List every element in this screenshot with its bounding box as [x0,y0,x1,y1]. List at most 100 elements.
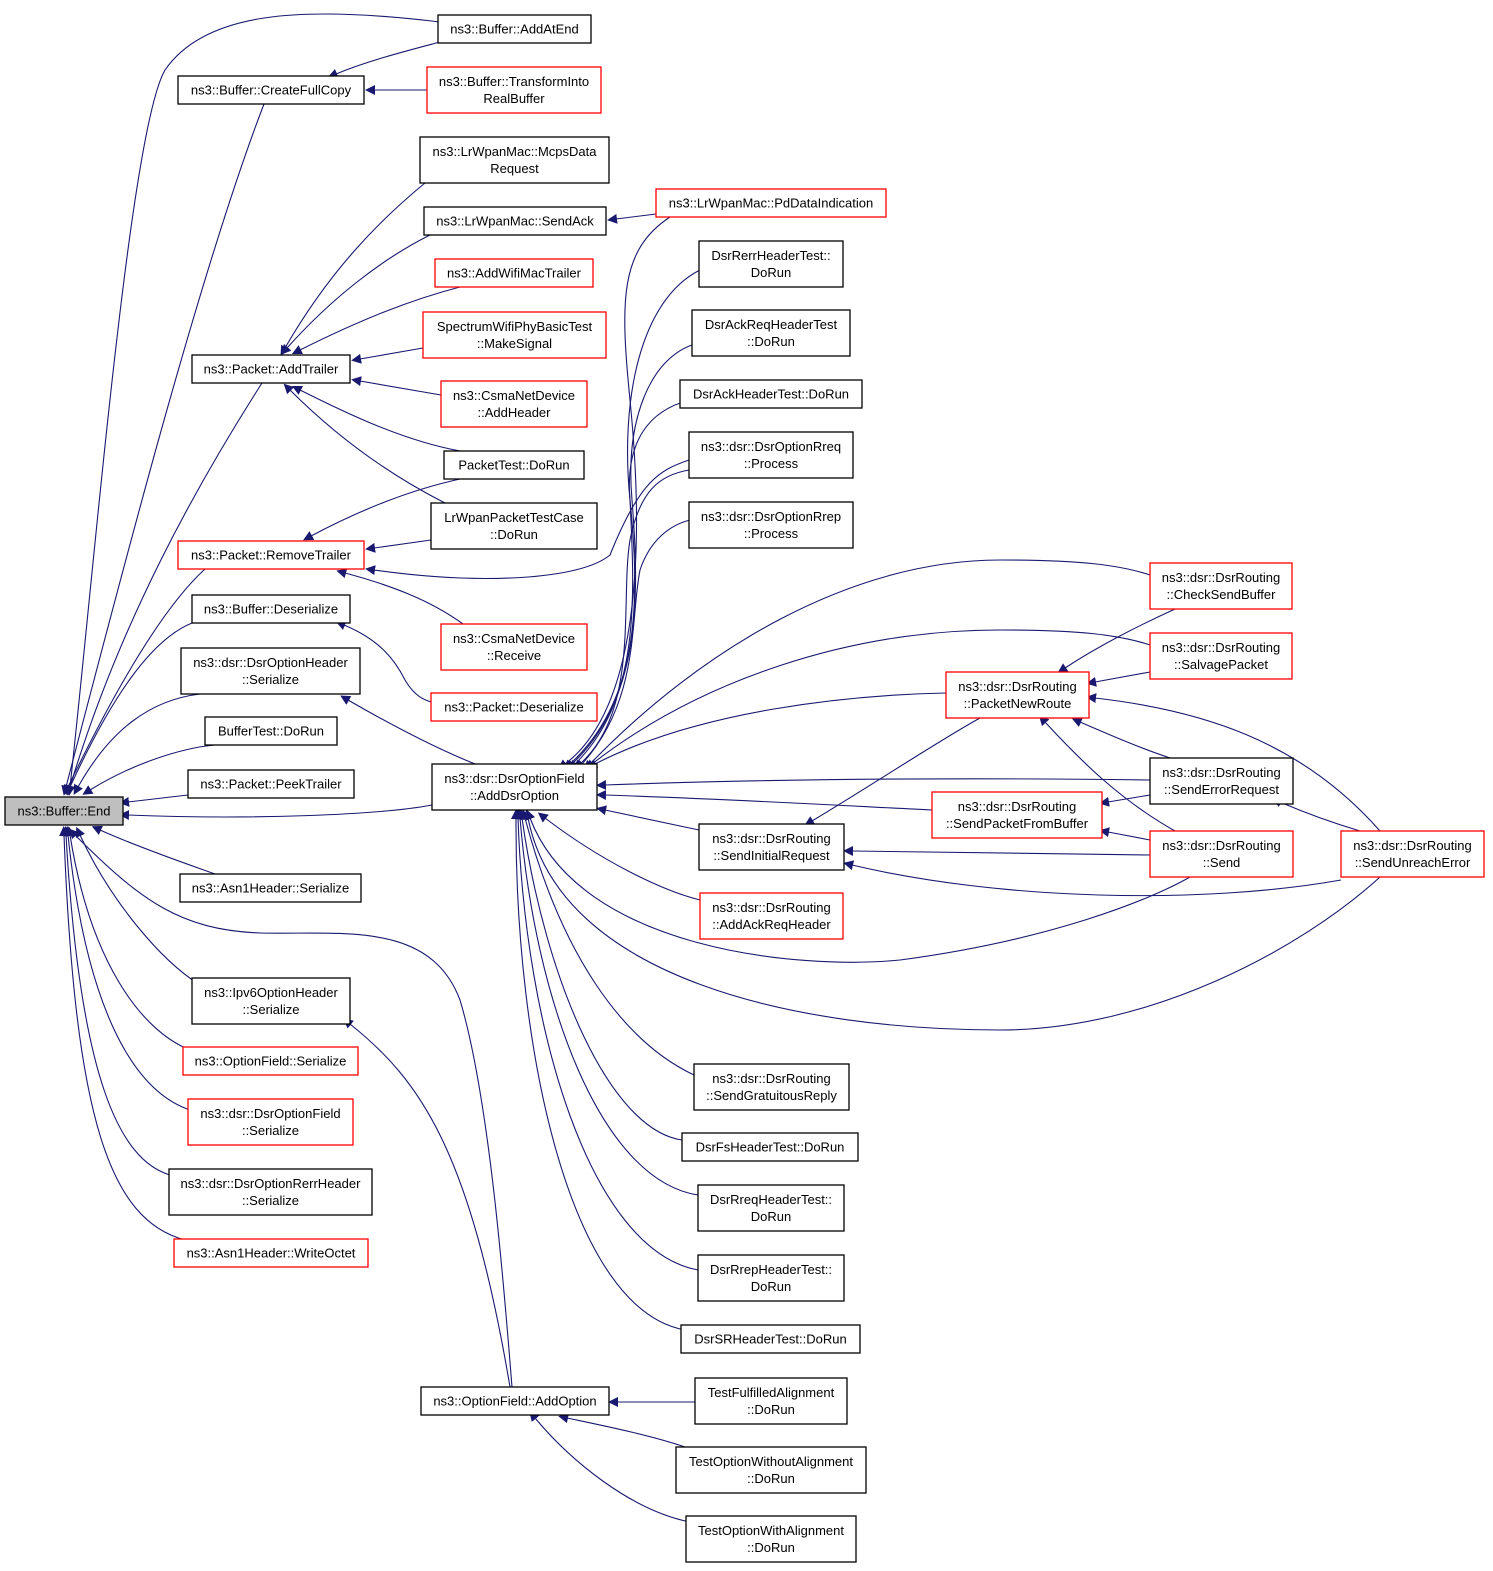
edge-removetrailer-packettest [303,478,461,541]
node-box [1149,632,1293,680]
node-dsroptheader[interactable]: ns3::dsr::DsrOptionHeader::Serialize [180,647,361,695]
node-removetrailer[interactable]: ns3::Packet::RemoveTrailer [177,540,365,570]
node-dsrrerrser[interactable]: ns3::dsr::DsrOptionRerrHeader::Serialize [168,1168,373,1216]
edge-addtrailer-packettest [291,385,461,452]
node-sendack[interactable]: ns3::LrWpanMac::SendAck [423,206,607,236]
node-box [697,1254,845,1302]
edge-layer [59,13,1381,1523]
node-label: ns3::CsmaNetDevice [453,631,575,646]
node-addoption[interactable]: ns3::OptionField::AddOption [420,1386,610,1416]
edge-addtrailer-sendack [280,234,431,355]
node-sendpacketfrombuf[interactable]: ns3::dsr::DsrRouting::SendPacketFromBuff… [931,791,1103,839]
node-optfieldser[interactable]: ns3::OptionField::Serialize [182,1046,359,1076]
edge-adddsroption-sendpacketfrombuf [596,790,933,811]
node-label: ::SendInitialRequest [713,848,830,863]
edge-end-asn1serialize [91,825,216,875]
node-spectrum[interactable]: SpectrumWifiPhyBasicTest::MakeSignal [422,311,607,359]
node-sendunreach[interactable]: ns3::dsr::DsrRouting::SendUnreachError [1340,830,1485,878]
edge-adddsroption-sendinitial [596,805,700,831]
node-testwithout[interactable]: TestOptionWithoutAlignment::DoRun [675,1446,867,1494]
node-testwith[interactable]: TestOptionWithAlignment::DoRun [685,1515,857,1563]
node-testfulfilled[interactable]: TestFulfilledAlignment::DoRun [694,1377,848,1425]
edge-adddsroption-senderrorreq [596,778,1151,790]
edge-end-dsroptheader [73,693,201,795]
node-asn1serialize[interactable]: ns3::Asn1Header::Serialize [179,873,362,903]
node-createfullcopy[interactable]: ns3::Buffer::CreateFullCopy [177,75,365,105]
node-senderrorreq[interactable]: ns3::dsr::DsrRouting::SendErrorRequest [1149,757,1294,805]
edge-adddsroption-dsrsrtest [510,809,686,1331]
node-box [945,671,1090,719]
node-csmaaddheader[interactable]: ns3::CsmaNetDevice::AddHeader [440,380,588,428]
node-dsrfstest[interactable]: DsrFsHeaderTest::DoRun [681,1132,859,1162]
edge-adddsroption-rrepprocess [575,519,691,771]
node-label: ns3::dsr::DsrRouting [958,679,1077,694]
node-label: DsrRreqHeaderTest:: [710,1192,832,1207]
node-bufdeserialize[interactable]: ns3::Buffer::Deserialize [191,594,351,624]
node-end[interactable]: ns3::Buffer::End [4,796,124,826]
edge-adddsroption-packetnewroute [586,692,947,769]
node-dsrackreqtest[interactable]: DsrAckReqHeaderTest::DoRun [691,309,851,357]
node-lrwpanpacket[interactable]: LrWpanPacketTestCase::DoRun [430,502,598,550]
node-label: DoRun [751,1209,791,1224]
node-writeoctet[interactable]: ns3::Asn1Header::WriteOctet [173,1238,369,1268]
node-addwifi[interactable]: ns3::AddWifiMacTrailer [434,258,594,288]
node-label: ns3::LrWpanMac::McpsData [432,144,597,159]
edge-addoption-testwith [529,1411,691,1523]
node-box [182,1046,359,1076]
node-label: DsrSRHeaderTest::DoRun [694,1332,846,1347]
node-dsrrreqtest[interactable]: DsrRreqHeaderTest::DoRun [697,1184,845,1232]
node-salvagepacket[interactable]: ns3::dsr::DsrRouting::SalvagePacket [1149,632,1293,680]
node-rrepprocess[interactable]: ns3::dsr::DsrOptionRrep::Process [688,501,854,549]
node-box [693,1063,850,1111]
node-label: ::DoRun [747,1471,795,1486]
node-label: ns3::Packet::AddTrailer [204,362,339,377]
node-csmareceive[interactable]: ns3::CsmaNetDevice::Receive [440,623,588,671]
node-dsrsrtest[interactable]: DsrSRHeaderTest::DoRun [680,1324,861,1354]
node-packetnewroute[interactable]: ns3::dsr::DsrRouting::PacketNewRoute [945,671,1090,719]
node-label: ns3::Buffer::Deserialize [204,602,338,617]
node-box [655,188,887,218]
node-label: ::Send [1203,855,1241,870]
node-checksendbuffer[interactable]: ns3::dsr::DsrRouting::CheckSendBuffer [1149,562,1293,610]
node-rreqprocess[interactable]: ns3::dsr::DsrOptionRreq::Process [688,431,854,479]
node-box [4,796,124,826]
edge-createfullcopy-addatend [327,41,441,79]
edge-adddsroption-sendgratuitous [520,809,695,1076]
node-label: ns3::dsr::DsrRouting [1162,570,1281,585]
edge-end-optfieldser [65,826,191,1051]
edge-senderrorreq-sendunreach [1271,797,1361,832]
edge-addtrailer-csmaaddheader [351,376,442,396]
node-packettest[interactable]: PacketTest::DoRun [443,450,585,480]
node-addackreq[interactable]: ns3::dsr::DsrRouting::AddAckReqHeader [699,892,844,940]
node-label: ns3::dsr::DsrOptionRrep [701,509,841,524]
node-label: DoRun [751,1279,791,1294]
node-box [679,379,863,409]
node-pktdeserialize[interactable]: ns3::Packet::Deserialize [430,692,598,722]
node-send[interactable]: ns3::dsr::DsrRouting::Send [1149,830,1294,878]
node-dsrreptest[interactable]: DsrRrepHeaderTest::DoRun [697,1254,845,1302]
node-dsracktest[interactable]: DsrAckHeaderTest::DoRun [679,379,863,409]
node-sendgratuitous[interactable]: ns3::dsr::DsrRouting::SendGratuitousRepl… [693,1063,850,1111]
node-label: ::MakeSignal [477,336,552,351]
node-dsrrerrtest[interactable]: DsrRerrHeaderTest::DoRun [698,240,844,288]
node-dsroptfieldser[interactable]: ns3::dsr::DsrOptionField::Serialize [187,1098,354,1146]
edge-sendinitial-send [843,846,1151,857]
node-label: ns3::dsr::DsrRouting [1162,838,1281,853]
edge-addtrailer-addwifi [291,286,461,355]
node-adddsroption[interactable]: ns3::dsr::DsrOptionField::AddDsrOption [431,763,598,811]
node-sendinitial[interactable]: ns3::dsr::DsrRouting::SendInitialRequest [698,823,845,871]
node-box [699,892,844,940]
node-box [430,502,598,550]
node-addtrailer[interactable]: ns3::Packet::AddTrailer [191,354,351,384]
node-buffertest[interactable]: BufferTest::DoRun [204,716,338,746]
edge-adddsroption-dsrreptest [513,809,699,1271]
node-addatend[interactable]: ns3::Buffer::AddAtEnd [437,14,592,44]
node-box [698,823,845,871]
node-box [191,354,351,384]
node-label: ns3::dsr::DsrRouting [1162,765,1281,780]
node-peektrailer[interactable]: ns3::Packet::PeekTrailer [187,769,355,799]
node-ipv6opt[interactable]: ns3::Ipv6OptionHeader::Serialize [191,977,351,1025]
node-pddata[interactable]: ns3::LrWpanMac::PdDataIndication [655,188,887,218]
